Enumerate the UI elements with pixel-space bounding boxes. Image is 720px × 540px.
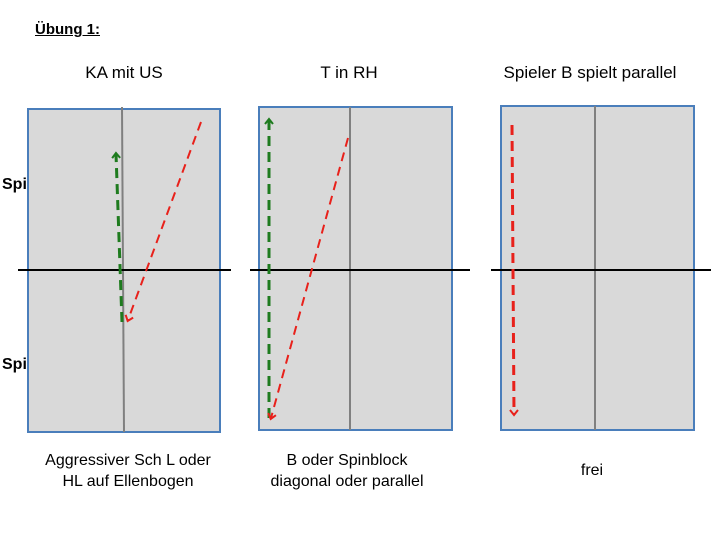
red-arrow — [124, 121, 202, 323]
caption-line: B oder Spinblock — [286, 452, 408, 469]
red-arrow — [509, 124, 519, 417]
red-arrow — [267, 137, 349, 421]
caption-line: Aggressiver Sch L oder — [45, 452, 211, 469]
diagram-2-table — [250, 106, 470, 431]
diagram-2-caption: B oder Spinblock diagonal oder parallel — [271, 450, 424, 492]
diagram-1-caption: Aggressiver Sch L oder HL auf Ellenbogen — [45, 450, 211, 492]
table-surface — [258, 106, 453, 431]
exercise-heading: Übung 1: — [35, 21, 100, 38]
table-surface — [500, 105, 695, 431]
caption-line: diagonal oder parallel — [270, 473, 424, 490]
diagram-2-title: T in RH — [320, 63, 378, 82]
caption-line: frei — [580, 462, 604, 479]
diagram-1-title: KA mit US — [85, 63, 163, 82]
diagram-3-title: Spieler B spielt parallel — [503, 63, 677, 82]
diagram-3-table — [491, 105, 711, 431]
diagram-1-table — [18, 106, 231, 433]
green-arrow — [111, 151, 124, 323]
diagram-3-caption: frei — [581, 460, 603, 481]
caption-line: HL auf Ellenbogen — [62, 473, 194, 490]
